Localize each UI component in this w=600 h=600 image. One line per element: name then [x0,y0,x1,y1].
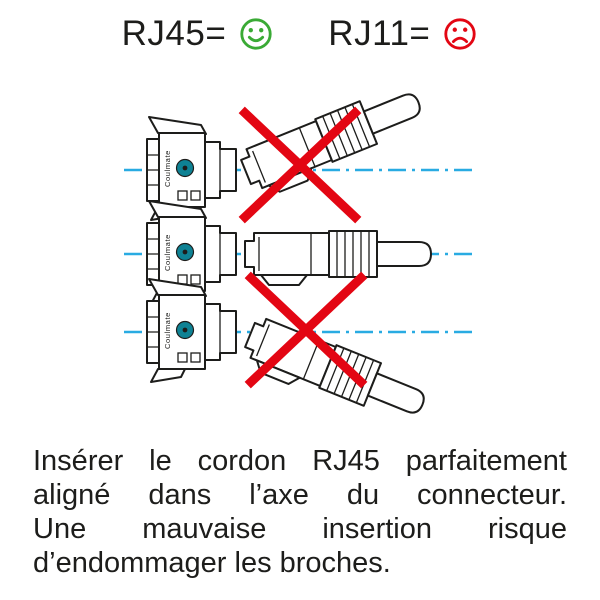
caption-line: Insérer le cordon RJ45 parfaitement [33,445,567,477]
rj11-label: RJ11= [328,14,431,53]
caption-line: d’endommager les broches. [33,547,391,579]
caption-line: aligné dans l’axe du connecteur. [33,479,567,511]
legend: RJ45= RJ11= [0,14,600,54]
rj45-plug-aligned [244,230,432,286]
sad-face-icon [444,18,476,50]
legend-spacer [286,34,316,35]
rj45-label: RJ45= [121,14,227,53]
insertion-diagram: Coulmate [124,92,472,432]
caption: Insérer le cordon RJ45 parfaitement alig… [33,444,567,580]
rj45-plug-angled-up [236,92,432,202]
keystone-jack [146,278,237,383]
caption-line: Une mauvaise insertion risque [33,513,567,545]
smiley-face-icon [240,18,272,50]
